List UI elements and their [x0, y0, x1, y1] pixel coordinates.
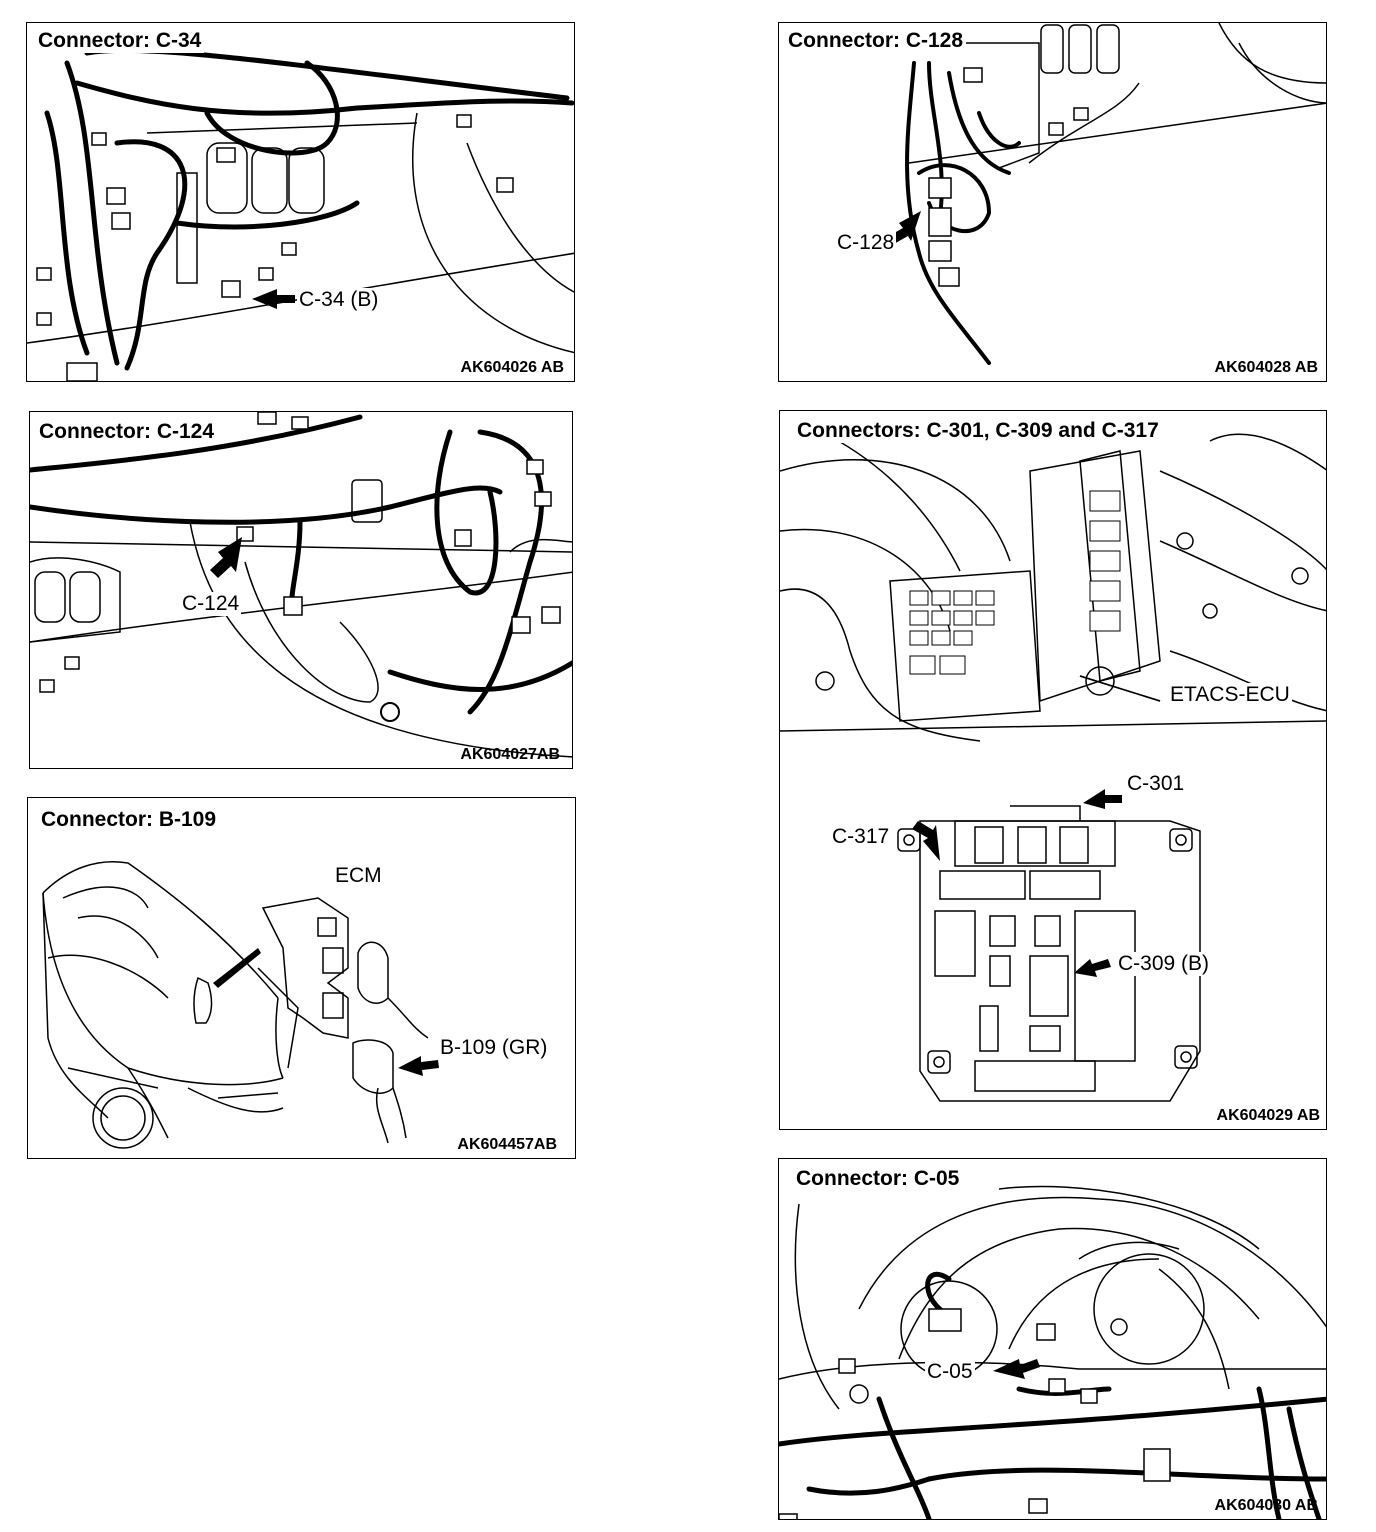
panel-title: Connector: B-109 [38, 808, 220, 832]
callout-c124: C-124 [180, 592, 242, 616]
panel-title: Connector: C-128 [785, 29, 967, 53]
panel-connector-b109: Connector: B-109 ECM B-109 (GR) AK604457… [27, 797, 576, 1159]
c34-wiring-illustration [27, 47, 574, 381]
c05-instrument-cluster-illustration [779, 1185, 1326, 1519]
label-etacs-ecu: ETACS-ECU [1168, 683, 1292, 707]
figure-code: AK604457AB [457, 1136, 557, 1153]
panel-title: Connectors: C-301, C-309 and C-317 [794, 419, 1162, 443]
c128-wiring-illustration [887, 23, 1326, 365]
callout-c05: C-05 [925, 1360, 975, 1384]
callout-c128: C-128 [835, 231, 897, 255]
panel-connectors-etacs: Connectors: C-301, C-309 and C-317 ETACS… [779, 410, 1327, 1130]
etacs-illustration [780, 430, 1326, 1102]
panel-connector-c05: Connector: C-05 C-05 AK604030 AB [778, 1158, 1327, 1520]
panel-title: Connector: C-124 [36, 420, 218, 444]
callout-c301: C-301 [1125, 772, 1187, 796]
figure-code: AK604030 AB [1214, 1497, 1318, 1514]
callout-c317: C-317 [830, 825, 892, 849]
callout-c309: C-309 (B) [1116, 952, 1212, 976]
figure-code: AK604027AB [460, 746, 560, 763]
panel-connector-c34: Connector: C-34 C-34 (B) AK604026 AB [26, 22, 575, 382]
label-ecm: ECM [333, 864, 384, 888]
callout-c34: C-34 (B) [297, 288, 381, 312]
b109-vehicle-ecm-illustration [42, 861, 439, 1149]
figure-code: AK604026 AB [460, 359, 564, 376]
c124-wiring-illustration [30, 412, 572, 758]
panel-title: Connector: C-05 [793, 1167, 963, 1191]
panel-title: Connector: C-34 [35, 29, 205, 53]
callout-b109: B-109 (GR) [438, 1036, 550, 1060]
figure-code: AK604029 AB [1216, 1107, 1320, 1124]
panel-connector-c128: Connector: C-128 C-128 AK604028 AB [778, 22, 1327, 382]
panel-connector-c124: Connector: C-124 C-124 AK604027AB [29, 411, 573, 769]
figure-code: AK604028 AB [1214, 359, 1318, 376]
